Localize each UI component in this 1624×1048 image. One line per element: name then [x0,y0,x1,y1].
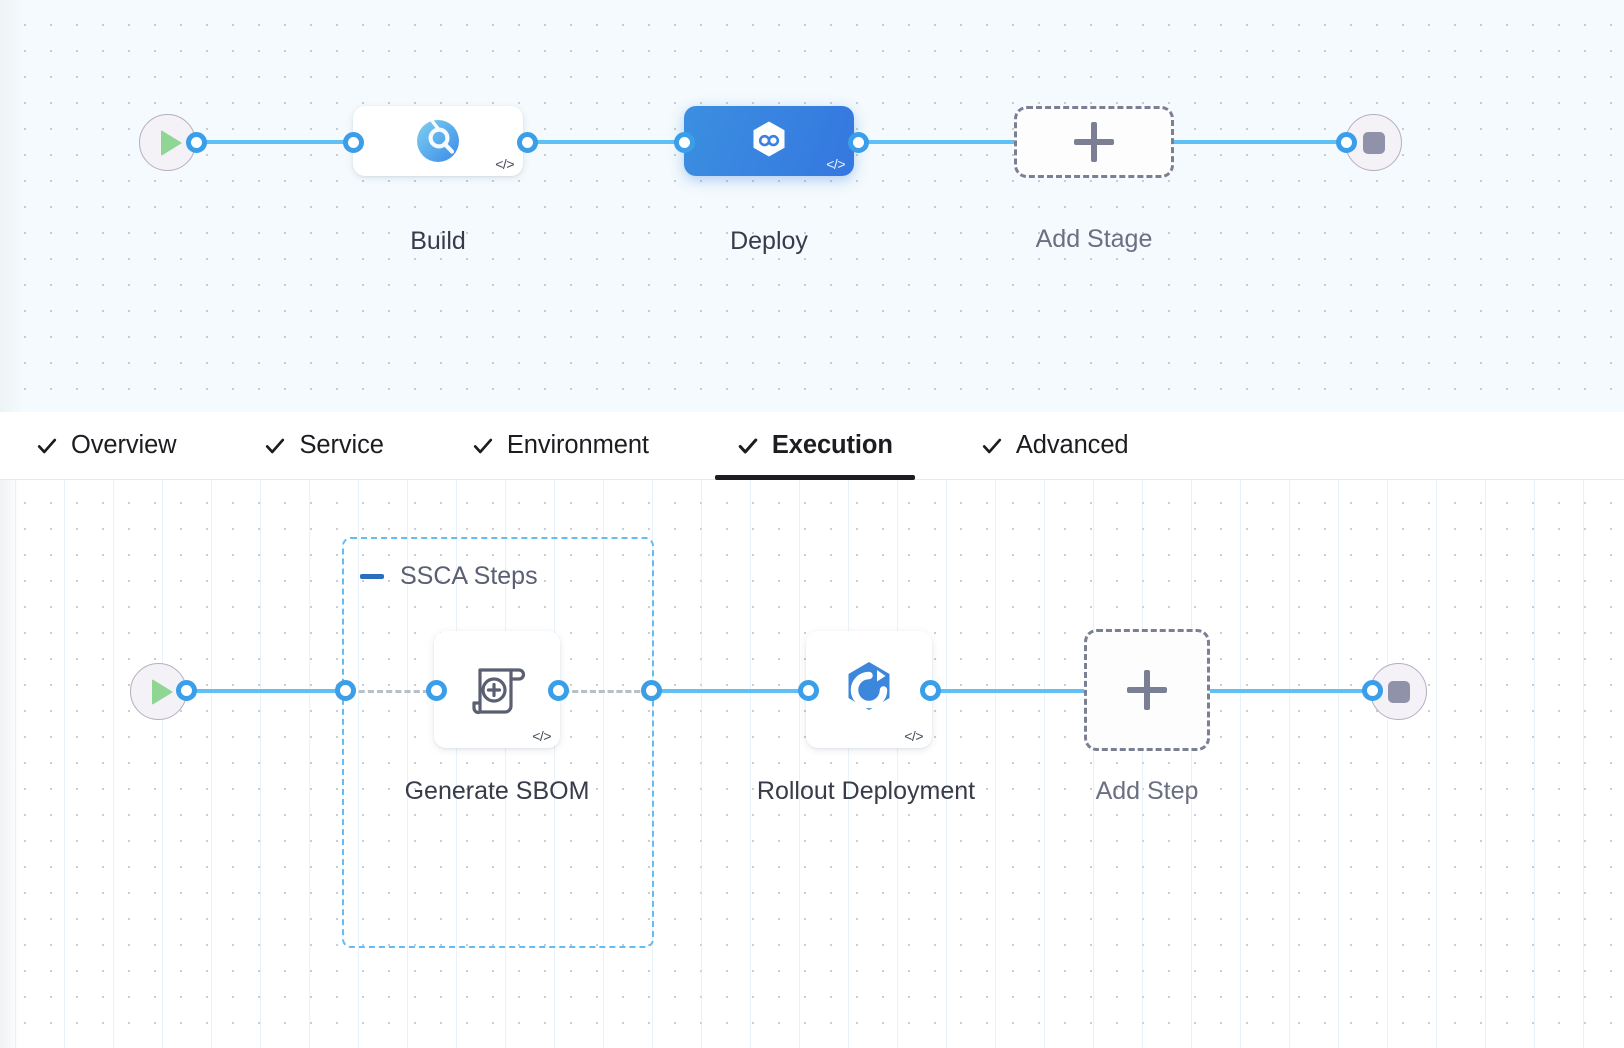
deploy-hexagon-icon [753,121,785,157]
edge-addstep-to-end [1208,689,1373,693]
rollout-hexagon-icon [848,661,890,710]
edge-group-to-sbom [348,690,430,693]
tab-label-advanced: Advanced [1015,431,1129,459]
edge-start-to-group [178,689,346,693]
sbom-input-port[interactable] [426,680,447,701]
stage-graph-canvas[interactable]: </> Build </> Deploy Add Stage [0,0,1624,412]
steps-start-port[interactable] [176,680,197,701]
stage-start-port[interactable] [186,132,207,153]
add-step-button[interactable] [1084,629,1210,751]
rollout-input-port[interactable] [798,680,819,701]
tab-execution[interactable]: Execution [714,412,915,480]
sbom-output-port[interactable] [548,680,569,701]
tab-label-environment: Environment [506,431,649,459]
check-icon [738,438,758,453]
edge-rollout-to-addstep [925,689,1090,693]
edge-start-to-build [188,140,363,144]
group-input-port[interactable] [335,680,356,701]
minus-icon[interactable] [360,574,384,579]
tab-service[interactable]: Service [262,412,385,480]
stage-config-tabs[interactable]: Overview Service Environment Execution A [0,412,1624,480]
tab-label-service: Service [299,431,384,459]
step-group-header-ssca[interactable]: SSCA Steps [360,562,538,591]
stage-label-build: Build [410,227,466,255]
add-stage-button[interactable] [1014,106,1174,178]
execution-steps-canvas[interactable]: SSCA Steps [0,480,1624,1048]
deploy-input-port[interactable] [674,132,695,153]
step-group-title: SSCA Steps [400,562,538,590]
tab-advanced[interactable]: Advanced [979,412,1131,480]
check-icon [266,438,285,453]
stop-icon [1362,131,1385,154]
build-input-port[interactable] [343,132,364,153]
steps-end-port[interactable] [1362,680,1383,701]
play-icon [160,129,182,156]
tab-label-overview: Overview [71,431,177,459]
edge-build-to-deploy [516,140,696,144]
step-label-rollout-deployment: Rollout Deployment [756,777,976,805]
plus-icon [1074,122,1114,162]
rollout-code-badge[interactable]: </> [904,728,923,744]
tab-overview[interactable]: Overview [34,412,178,480]
edge-sbom-to-group-out [562,690,650,693]
edge-deploy-to-addstage [845,140,1025,144]
build-output-port[interactable] [517,132,538,153]
edge-group-to-rollout [650,689,815,693]
play-icon [151,678,173,705]
deploy-code-badge[interactable]: </> [826,156,845,172]
add-step-label: Add Step [1095,777,1199,805]
build-scan-icon [417,119,460,162]
group-output-port[interactable] [641,680,662,701]
plus-icon [1127,670,1167,710]
check-icon [473,438,492,453]
sbom-code-badge[interactable]: </> [532,728,551,744]
stage-node-deploy[interactable]: </> [684,106,854,176]
stage-label-deploy: Deploy [730,227,808,255]
stage-end-port[interactable] [1336,132,1357,153]
step-label-generate-sbom: Generate SBOM [404,777,590,805]
add-stage-label: Add Stage [1035,225,1153,253]
stage-node-build[interactable]: </> [353,106,523,176]
step-node-generate-sbom[interactable]: </> [434,631,560,748]
build-code-badge[interactable]: </> [495,156,514,172]
stop-icon [1387,680,1410,703]
edge-addstage-to-end [1160,140,1360,144]
deploy-output-port[interactable] [848,132,869,153]
tab-label-execution: Execution [771,431,893,459]
check-icon [982,438,1001,453]
check-icon [37,438,57,453]
step-node-rollout-deployment[interactable]: </> [806,631,932,748]
step-group-ssca[interactable] [342,537,654,948]
sbom-scroll-icon [472,667,526,714]
tab-environment[interactable]: Environment [470,412,651,480]
rollout-output-port[interactable] [920,680,941,701]
